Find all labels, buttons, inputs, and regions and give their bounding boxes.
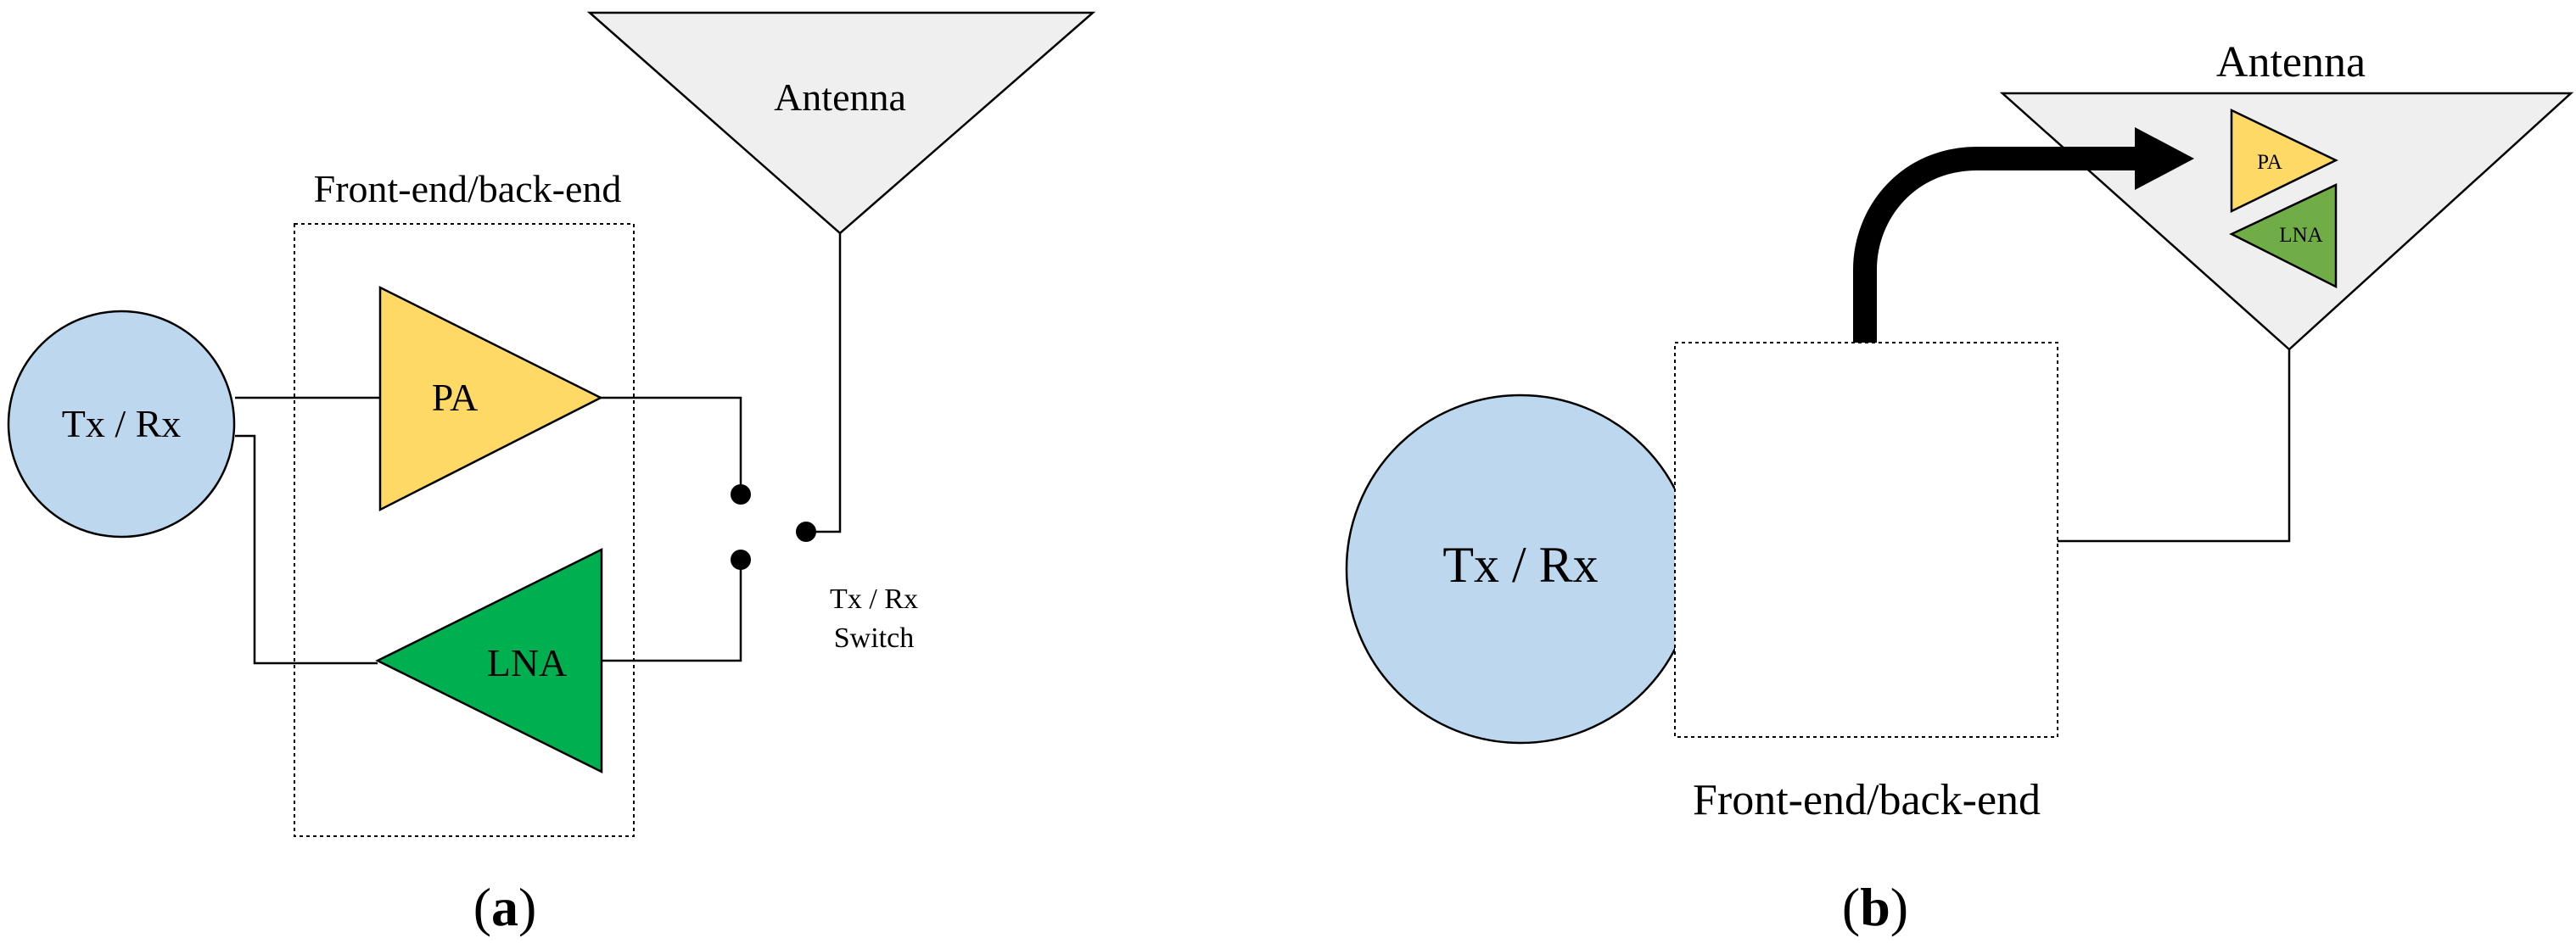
panel-label-a: (a): [473, 877, 537, 937]
tx-rx-label-a: Tx / Rx: [62, 402, 182, 445]
pa-amplifier-a: [378, 285, 603, 512]
pa-label-a: PA: [432, 376, 479, 419]
lna-amplifier-a: [375, 547, 603, 774]
panel-b: Tx / Rx Front-end/back-end Antenna PA LN…: [1345, 38, 2574, 937]
wire-txrx-to-lna: [235, 434, 378, 665]
switch-contact-tx: [731, 484, 751, 505]
antenna-a: [586, 11, 1096, 235]
lna-amplifier-b: [2229, 183, 2338, 289]
relocation-arrowhead: [2135, 127, 2194, 190]
switch-label-line2: Switch: [834, 622, 914, 654]
tx-rx-circle-a: [7, 310, 236, 539]
pa-label-b: PA: [2257, 151, 2282, 174]
panel-a: Front-end/back-end Tx / Rx PA LNA Tx / R…: [7, 11, 1096, 937]
wire-lna-to-switch: [602, 560, 742, 662]
antenna-label-b: Antenna: [2216, 38, 2366, 87]
switch-label-line1: Tx / Rx: [830, 583, 918, 615]
panel-label-b: (b): [1842, 877, 1908, 937]
frontend-box-a: [294, 223, 635, 837]
wire-frontend-to-antenna-b: [2058, 349, 2291, 543]
tx-rx-label-b: Tx / Rx: [1442, 537, 1598, 593]
wire-switch-to-antenna: [806, 233, 842, 533]
switch-contact-antenna: [796, 522, 816, 542]
frontend-box-b: [1674, 342, 2058, 738]
lna-label-a: LNA: [487, 641, 568, 684]
switch-contact-rx: [731, 550, 751, 570]
frontend-label-b: Front-end/back-end: [1693, 776, 2041, 824]
wires-a: [235, 233, 842, 665]
wire-pa-to-switch: [601, 396, 742, 494]
pa-amplifier-b: [2230, 109, 2338, 214]
relocation-arrow-shaft: [1853, 147, 2138, 343]
frontend-label-a: Front-end/back-end: [314, 167, 622, 210]
antenna-label-a: Antenna: [774, 75, 906, 119]
lna-label-b: LNA: [2279, 224, 2322, 247]
